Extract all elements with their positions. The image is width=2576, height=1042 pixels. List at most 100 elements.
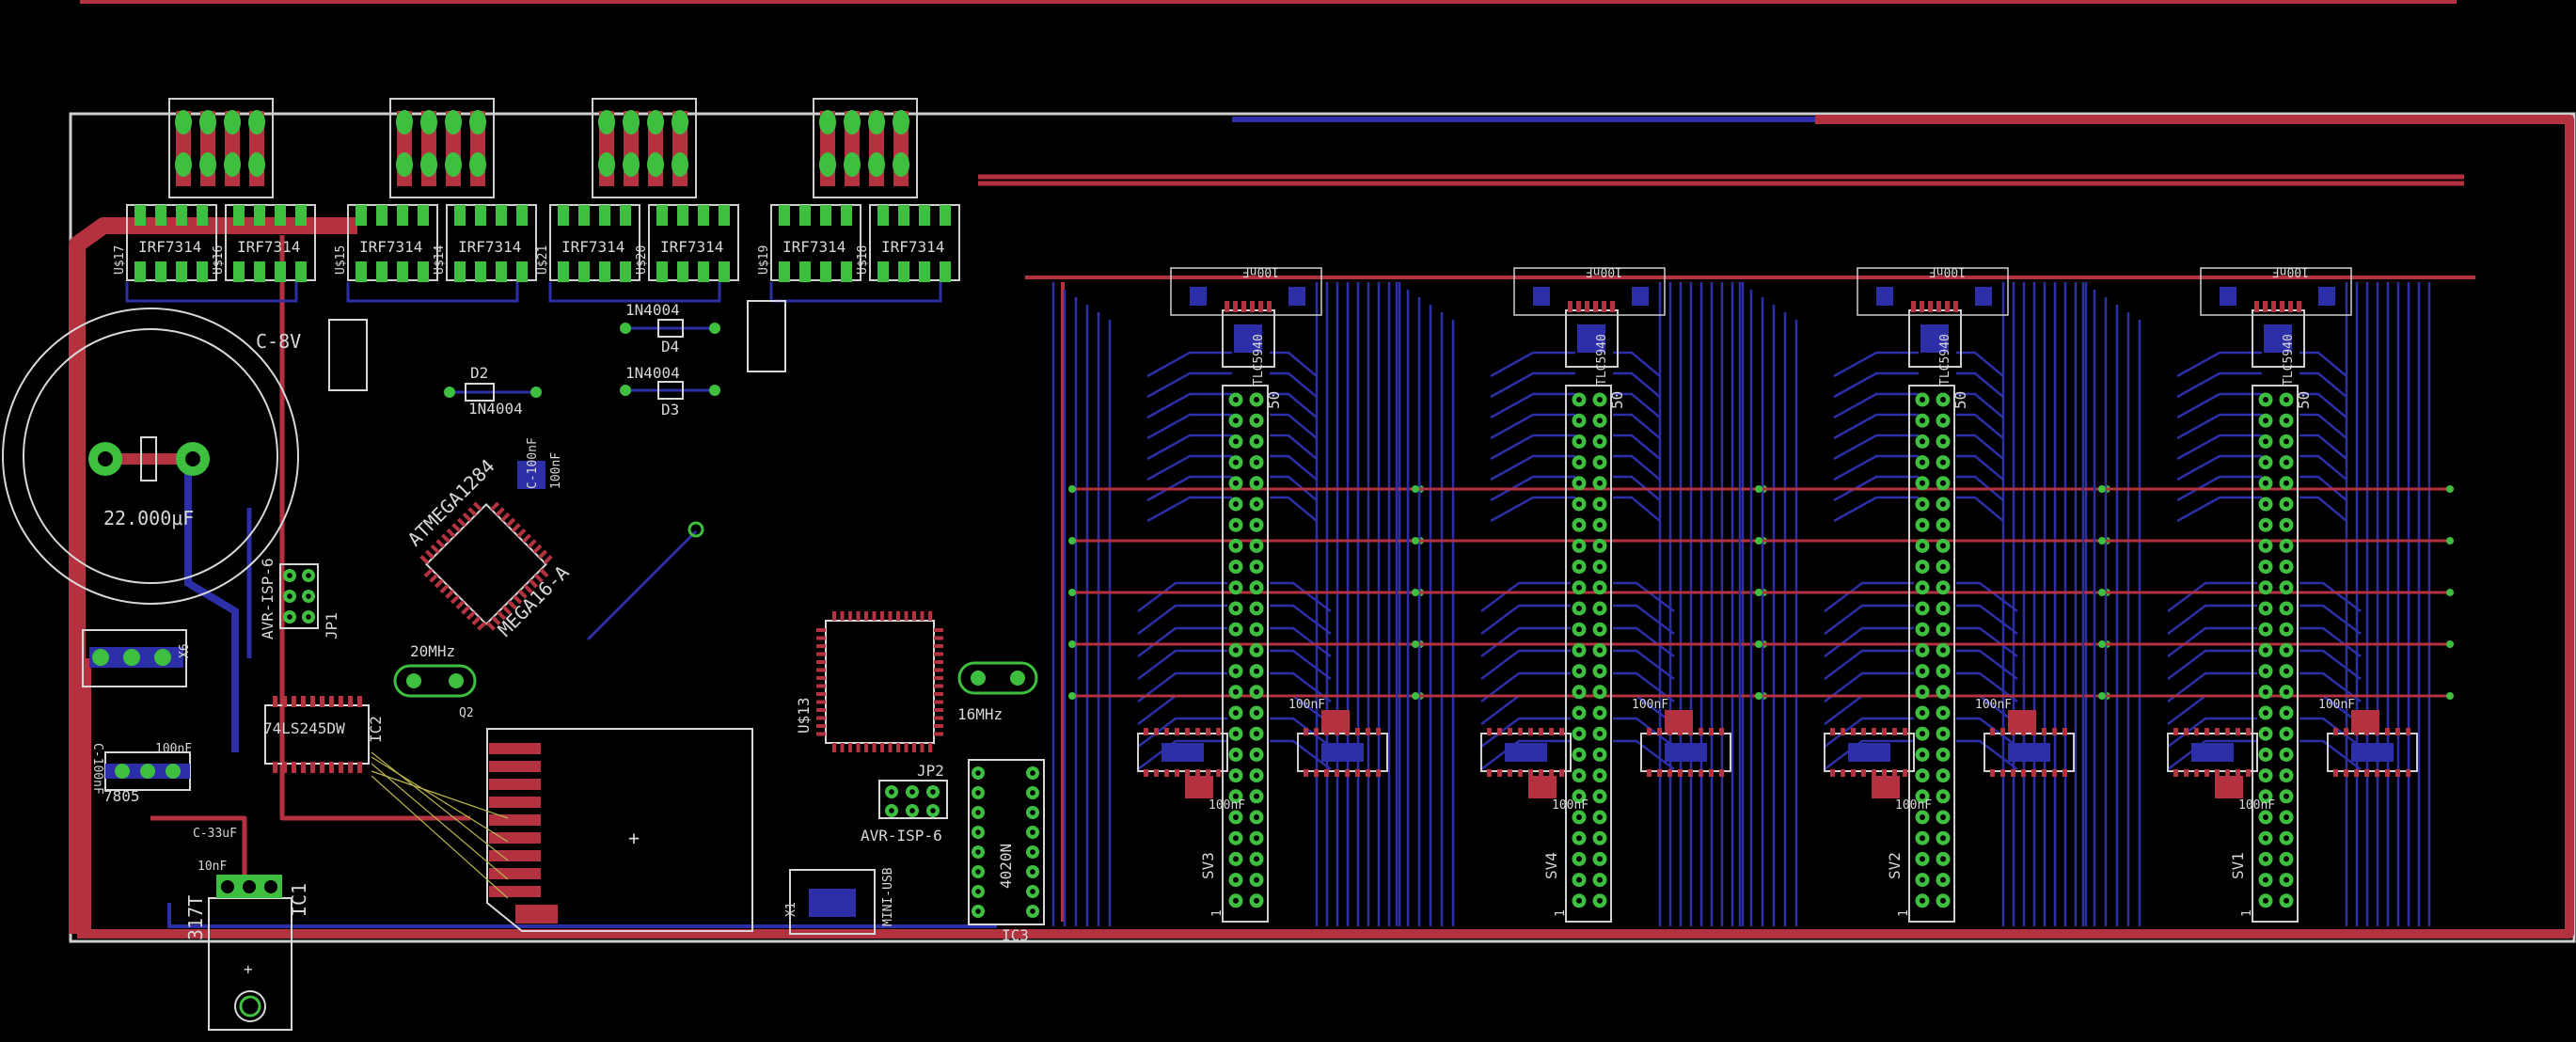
- connector-hole: [2284, 397, 2289, 403]
- mosfet-pad: [558, 261, 569, 282]
- ic-pin: [816, 636, 826, 640]
- ic-pin: [872, 611, 877, 621]
- connector-hole: [1576, 438, 1582, 445]
- ic2-label: IC2: [367, 716, 385, 743]
- buffer-ic2: 74LS245DW IC2: [263, 696, 385, 773]
- mosfet-pad: [275, 261, 286, 282]
- fan-trace: [1146, 496, 1232, 523]
- header-pad: [199, 110, 216, 134]
- connector-hole: [1233, 668, 1239, 674]
- fan-trace: [1956, 717, 2018, 748]
- connector-hole: [2263, 647, 2268, 654]
- fan-trace: [1833, 371, 1919, 399]
- connector-hole: [1940, 835, 1946, 842]
- fan-trace: [1490, 475, 1575, 502]
- shift-ic-pin: [2021, 769, 2026, 777]
- mosfet-pad: [233, 205, 245, 226]
- fan-trace: [2176, 413, 2262, 440]
- shift-ic-body: [1505, 743, 1547, 762]
- driver-pin: [1602, 301, 1606, 312]
- shift-ic-pin: [1216, 769, 1221, 777]
- driver-part-label: TLC5940: [1595, 334, 1609, 386]
- connector-hole: [2263, 793, 2268, 799]
- connector-hole: [1940, 606, 1946, 611]
- header-pad: [469, 110, 486, 134]
- mosfet-pad: [155, 261, 166, 282]
- header-pin-hole: [930, 789, 936, 795]
- ic-pin: [904, 743, 909, 752]
- connector-hole: [2284, 793, 2289, 799]
- driver-part-label: TLC5940: [1252, 334, 1266, 386]
- connector-hole: [2263, 876, 2268, 883]
- d3-label: D3: [661, 401, 679, 418]
- driver-pin: [1911, 301, 1916, 312]
- fan-trace: [1833, 392, 1919, 419]
- connector-hole: [1920, 438, 1925, 445]
- fan-trace: [1146, 351, 1232, 378]
- ic-pin: [816, 700, 826, 704]
- cap-100nf-label: 100nF: [2318, 698, 2355, 712]
- ic-pin: [455, 600, 466, 610]
- connector-hole: [1940, 626, 1946, 633]
- connector-pin-one-label: 1: [1897, 909, 1911, 917]
- mosfet-part-label: IRF7314: [660, 238, 723, 256]
- ic-pin: [292, 696, 296, 707]
- shift-ic-body: [1162, 743, 1204, 762]
- usb-chip-label: U$13: [795, 697, 813, 734]
- connector-hole: [1254, 438, 1259, 445]
- led-driver-columns: 501SV3TLC5940100nF100nF100nF501SV4TLC594…: [1051, 264, 2454, 926]
- header-pin-hole: [1030, 869, 1035, 875]
- connector-hole: [2284, 897, 2289, 904]
- connector-hole: [1576, 835, 1582, 842]
- via: [1068, 589, 1076, 596]
- mcu-part-label: ATMEGA1284: [403, 454, 499, 550]
- fan-trace: [1833, 454, 1919, 482]
- shift-ic-pin: [1304, 728, 1308, 735]
- shift-ic-pin: [2375, 769, 2379, 777]
- connector-hole: [1233, 688, 1239, 695]
- mosfet-pad: [254, 261, 265, 282]
- connector-hole: [1597, 543, 1603, 549]
- ic-pin: [816, 716, 826, 720]
- mosfet-trace: [548, 282, 721, 303]
- shift-ic-outline: [1137, 733, 1228, 772]
- ic-pin: [816, 676, 826, 680]
- connector-hole: [2284, 814, 2289, 820]
- mosfet-pad: [418, 205, 429, 226]
- connector-hole: [1940, 501, 1946, 507]
- mosfet-trace: [346, 282, 519, 303]
- ic-pin: [934, 692, 943, 696]
- ic-pin: [506, 517, 516, 528]
- header-pad: [819, 110, 836, 134]
- via: [1755, 589, 1762, 596]
- shift-ic-pin: [1709, 728, 1714, 735]
- connector-hole: [2284, 835, 2289, 842]
- ic-pin: [934, 732, 943, 736]
- mosfet-outline: [446, 204, 537, 281]
- fan-trace: [1490, 371, 1575, 399]
- header-pad: [445, 152, 462, 177]
- driver-body: [1234, 324, 1262, 353]
- mosfet-trace: [769, 282, 942, 303]
- connector-hole: [2284, 418, 2289, 424]
- connector-hole: [2263, 397, 2268, 403]
- connector-hole: [1233, 480, 1239, 486]
- shift-ic-pin: [1528, 769, 1533, 777]
- shift-ic-pin: [2225, 728, 2230, 735]
- ic-pin: [339, 696, 343, 707]
- connector-hole: [2284, 688, 2289, 695]
- connector-hole: [1920, 543, 1925, 549]
- mosfet-trace: [125, 282, 298, 303]
- connector-hole: [1576, 397, 1582, 403]
- cap-10nf-label: 10nF: [198, 860, 227, 874]
- cap-100nf-label: 100nF: [1288, 698, 1325, 712]
- ic-pin: [513, 594, 523, 605]
- connector-hole: [1254, 897, 1259, 904]
- shift-ic-pin: [1508, 769, 1512, 777]
- connector-hole: [2263, 522, 2268, 529]
- mosfet-pad: [155, 205, 166, 226]
- via: [2098, 589, 2106, 596]
- fan-trace: [1270, 371, 1318, 398]
- ic-pin: [419, 555, 430, 564]
